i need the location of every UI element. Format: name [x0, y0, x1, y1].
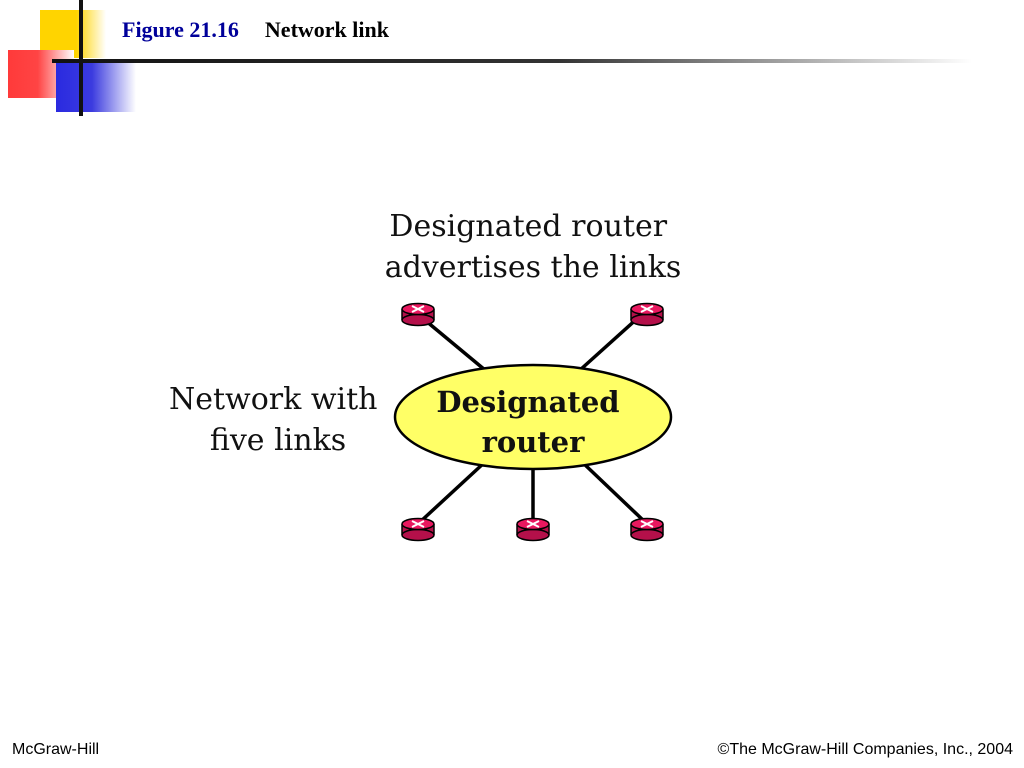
center-node-line-2: router [482, 425, 586, 459]
footer-copyright: ©The McGraw-Hill Companies, Inc., 2004 [717, 741, 1013, 758]
left-caption: Network with five links [169, 382, 387, 458]
slide-title: Figure 21.16 Network link [122, 17, 389, 43]
router-icon [516, 517, 550, 542]
router-icon [401, 517, 435, 542]
router-icon [401, 302, 435, 327]
link-line [580, 460, 647, 524]
link-line [578, 314, 642, 372]
footer-publisher: McGraw-Hill [12, 741, 100, 758]
router-icon [630, 517, 664, 542]
link-line [418, 460, 487, 524]
decor-vertical-line [79, 0, 83, 116]
center-node-line-1: Designated [436, 385, 619, 419]
figure-name: Network link [264, 17, 389, 42]
link-line [418, 314, 487, 372]
figure-number: Figure 21.16 [122, 17, 239, 42]
top-caption-line-2: advertises the links [385, 250, 682, 285]
left-caption-line-1: Network with [169, 382, 378, 417]
top-caption-line-1: Designated router [389, 209, 667, 244]
center-node-label: Designated router [436, 385, 629, 459]
left-caption-line-2: five links [210, 423, 346, 458]
designated-router-node [393, 363, 673, 471]
top-caption: Designated router advertises the links [385, 209, 682, 285]
decor-blue-square [56, 60, 136, 112]
decor-horizontal-line [52, 59, 972, 63]
router-icon [630, 302, 664, 327]
